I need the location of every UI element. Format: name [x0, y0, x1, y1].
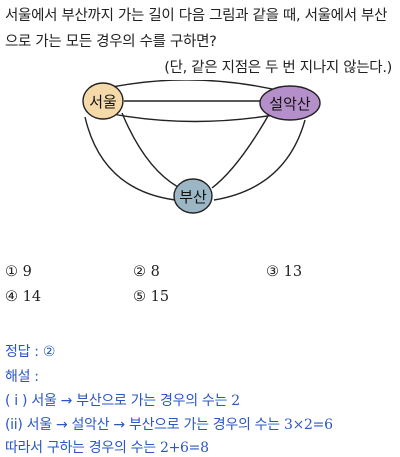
choice-2[interactable]: ② 8	[133, 264, 160, 280]
solution-conclusion: 따라서 구하는 경우의 수는 2+6=8	[5, 437, 209, 457]
node-busan-label: 부산	[179, 188, 207, 206]
choice-3-value: 13	[283, 264, 303, 280]
choice-3[interactable]: ③ 13	[266, 264, 302, 280]
case-2-value: 3×2=6	[284, 417, 333, 433]
solution-case-2: (ii) 서울 → 설악산 → 부산으로 가는 경우의 수는 3×2=6	[5, 414, 333, 434]
conclusion-value: 2+6=8	[160, 440, 209, 456]
answer-label: 정답 : ②	[5, 344, 56, 360]
node-seoul: 서울	[82, 82, 124, 120]
choice-5[interactable]: ⑤ 15	[133, 289, 169, 305]
node-seoraksan-label: 설악산	[269, 95, 311, 113]
solution-case-1: ( i ) 서울 → 부산으로 가는 경우의 수는 2	[5, 390, 240, 410]
choice-5-mark: ⑤	[133, 289, 146, 305]
question-line-1: 서울에서 부산까지 가는 길이 다음 그림과 같을 때, 서울에서 부산	[5, 8, 388, 24]
node-busan: 부산	[173, 178, 213, 214]
choice-5-value: 15	[150, 289, 170, 305]
choice-4-value: 14	[22, 289, 42, 305]
node-seoul-shape	[82, 82, 124, 120]
case-1-text: ( i ) 서울 → 부산으로 가는 경우의 수는	[5, 393, 228, 409]
question-line-2: 으로 가는 모든 경우의 수를 구하면?	[5, 34, 217, 50]
road-seoraksan-busan-1	[211, 115, 269, 189]
choice-1-mark: ①	[5, 264, 18, 280]
choice-1-value: 9	[22, 264, 32, 280]
case-2-text: (ii) 서울 → 설악산 → 부산으로 가는 경우의 수는	[5, 417, 280, 433]
road-seoraksan-busan-2	[213, 119, 306, 201]
choice-3-mark: ③	[266, 264, 279, 280]
choice-1[interactable]: ① 9	[5, 264, 32, 280]
road-seoul-busan-2	[84, 116, 176, 201]
choice-4[interactable]: ④ 14	[5, 289, 41, 305]
choice-4-mark: ④	[5, 289, 18, 305]
road-seoul-seoraksan-3	[106, 112, 286, 123]
road-seoul-busan-1	[121, 112, 179, 188]
node-seoul-label: 서울	[89, 93, 117, 111]
conclusion-text: 따라서 구하는 경우의 수는	[5, 440, 156, 456]
case-1-value: 2	[231, 393, 240, 409]
node-busan-shape	[173, 178, 213, 214]
route-diagram: 서울 설악산 부산	[82, 80, 321, 214]
choice-2-value: 8	[150, 264, 160, 280]
choice-2-mark: ②	[133, 264, 146, 280]
node-seoraksan-shape	[259, 85, 321, 121]
question-note: (단, 같은 지점은 두 번 지나지 않는다.)	[164, 60, 392, 76]
explanation-label: 해설 :	[5, 369, 39, 385]
node-seoraksan: 설악산	[259, 85, 321, 121]
road-seoul-seoraksan-1	[106, 80, 286, 93]
